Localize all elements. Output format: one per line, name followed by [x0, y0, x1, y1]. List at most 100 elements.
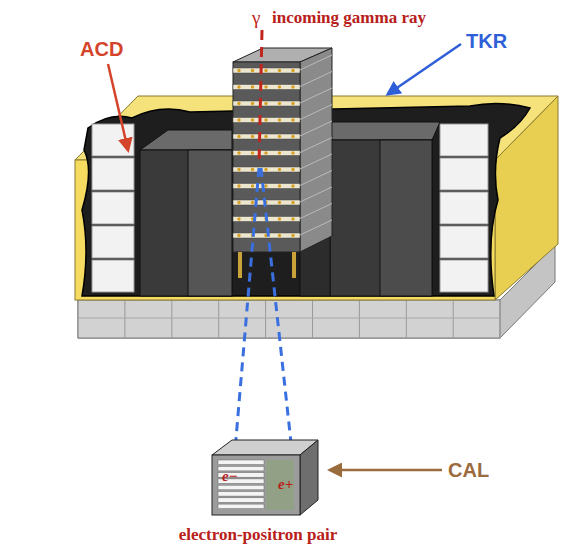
base-division [312, 300, 313, 338]
tray-edge [300, 105, 332, 120]
tracker-side [300, 48, 332, 252]
tray-dot [237, 102, 240, 105]
tracker-tray [233, 101, 300, 106]
particle-label: e+ [278, 476, 293, 493]
acd-tile [440, 158, 488, 190]
acd-tile [440, 124, 488, 156]
tray-dot [291, 69, 294, 72]
base-division [359, 300, 360, 338]
leader-arrow [330, 469, 442, 472]
tray-dot [291, 118, 294, 121]
tower-leg [292, 252, 296, 278]
acd-tile [440, 260, 488, 292]
tray-dot [237, 151, 240, 154]
cal-crystal [218, 492, 264, 497]
tray-edge [300, 154, 332, 169]
tracker-front [233, 62, 300, 252]
tray-dot [291, 201, 294, 204]
tracker-tower [233, 48, 332, 278]
tray-dot [278, 201, 281, 204]
tracker-trays [233, 55, 332, 238]
tray-dot [251, 135, 254, 138]
tray-dot [264, 151, 267, 154]
cal-crystals [218, 460, 264, 509]
ray-label: incoming gamma ray [272, 9, 426, 28]
acd-tile [92, 124, 134, 156]
calorimeter-module [212, 440, 318, 515]
tray-dot [264, 184, 267, 187]
tray-dot [237, 234, 240, 237]
tray-dot [251, 168, 254, 171]
base-divisions [78, 300, 500, 338]
gamma-symbol: γ [252, 8, 260, 29]
acd-tile [92, 158, 134, 190]
tray-dot [278, 184, 281, 187]
tray-edge [300, 204, 332, 219]
tray-dot [264, 118, 267, 121]
tower-body [380, 140, 432, 296]
tray-dot [278, 135, 281, 138]
base-division [265, 300, 266, 338]
tower-body [140, 150, 232, 296]
tray-dot [251, 118, 254, 121]
tray-dot [291, 184, 294, 187]
tray-dot [278, 69, 281, 72]
cal-side [300, 440, 318, 515]
tray-dot [278, 118, 281, 121]
tray-dot [264, 102, 267, 105]
part-label: TKR [466, 30, 507, 52]
tower-top [140, 130, 232, 150]
tray-dot [291, 217, 294, 220]
tray-dot [264, 168, 267, 171]
tracker-tray [233, 118, 300, 123]
tray-dot [291, 85, 294, 88]
pair-label: electron-positron pair [179, 526, 338, 545]
tracker-tray [233, 134, 300, 139]
tray-dot [237, 201, 240, 204]
tracker-tray [233, 151, 300, 156]
tray-edge [300, 187, 332, 202]
tracker-tray [233, 167, 300, 172]
tray-dot [264, 135, 267, 138]
base-division [124, 300, 125, 338]
acd-tile [92, 226, 134, 258]
cal-crystal [218, 504, 264, 509]
leader-arrow [388, 44, 461, 94]
base-division [500, 300, 501, 338]
positron-track [261, 168, 294, 470]
tray-dot [237, 168, 240, 171]
tray-dot [237, 217, 240, 220]
base-division [78, 318, 500, 319]
tray-edge [300, 72, 332, 87]
tracker-tray [233, 200, 300, 205]
base-front [78, 300, 500, 338]
cal-electronics [266, 460, 294, 510]
tower-leg [238, 252, 242, 278]
tray-dot [251, 69, 254, 72]
gamma-ray-track [259, 30, 262, 165]
tray-dot [291, 102, 294, 105]
tray-edge [300, 138, 332, 153]
acd-tile [92, 260, 134, 292]
tray-dot [291, 168, 294, 171]
leader-arrow [108, 64, 128, 150]
tray-dot [237, 69, 240, 72]
tray-dot [237, 118, 240, 121]
tray-dot [264, 69, 267, 72]
tray-edge [300, 121, 332, 136]
base-division [453, 300, 454, 338]
tray-dot [278, 217, 281, 220]
tray-dot [251, 151, 254, 154]
tray-dot [251, 85, 254, 88]
tray-dot [251, 201, 254, 204]
tray-dot [237, 85, 240, 88]
particle-label: e− [222, 468, 238, 485]
tray-dot [278, 151, 281, 154]
tracker-tray [233, 233, 300, 238]
base-division [406, 300, 407, 338]
cal-front [212, 455, 300, 515]
tray-dot [278, 168, 281, 171]
tray-dot [278, 234, 281, 237]
